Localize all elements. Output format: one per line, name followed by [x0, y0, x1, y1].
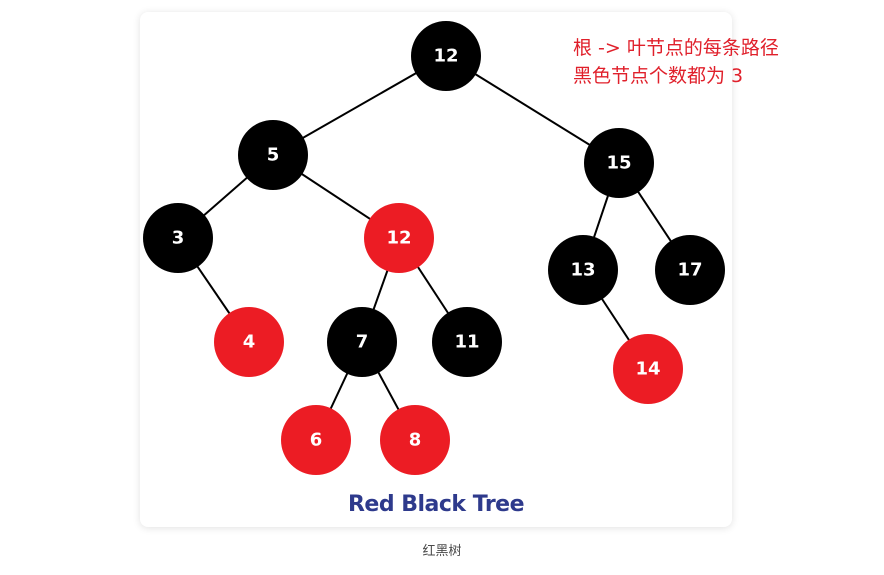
- tree-node-n7: 7: [327, 307, 397, 377]
- black-node-circle: [655, 235, 725, 305]
- tree-node-n17: 17: [655, 235, 725, 305]
- red-node-circle: [613, 334, 683, 404]
- tree-node-n3: 3: [143, 203, 213, 273]
- black-node-circle: [238, 120, 308, 190]
- node-label: 7: [356, 332, 369, 353]
- tree-node-n13: 13: [548, 235, 618, 305]
- node-label: 13: [570, 260, 595, 281]
- red-node-circle: [380, 405, 450, 475]
- tree-edges: [177, 55, 691, 441]
- node-label: 8: [409, 430, 422, 451]
- red-node-circle: [364, 203, 434, 273]
- black-node-circle: [411, 21, 481, 91]
- node-label: 4: [243, 332, 256, 353]
- tree-node-n14: 14: [613, 334, 683, 404]
- tree-node-n4: 4: [214, 307, 284, 377]
- tree-node-n6: 6: [281, 405, 351, 475]
- node-label: 14: [635, 359, 660, 380]
- tree-node-n8: 8: [380, 405, 450, 475]
- tree-node-n12: 12: [364, 203, 434, 273]
- annotation-note: 根 -> 叶节点的每条路径 黑色节点个数都为 3: [573, 34, 779, 90]
- tree-node-n12root: 12: [411, 21, 481, 91]
- image-caption: 红黑树: [422, 544, 462, 559]
- annotation-line-2: 黑色节点个数都为 3: [573, 65, 744, 87]
- red-node-circle: [214, 307, 284, 377]
- red-black-tree-diagram: 12 5 15 3 12 13 17 4 7 11 14 6 8: [143, 21, 725, 475]
- black-node-circle: [584, 128, 654, 198]
- tree-node-n5: 5: [238, 120, 308, 190]
- node-label: 3: [172, 228, 185, 249]
- black-node-circle: [548, 235, 618, 305]
- node-label: 6: [310, 430, 323, 451]
- node-label: 12: [386, 228, 411, 249]
- red-node-circle: [281, 405, 351, 475]
- node-label: 15: [606, 153, 631, 174]
- black-node-circle: [143, 203, 213, 273]
- node-label: 5: [267, 145, 280, 166]
- node-label: 17: [677, 260, 702, 281]
- black-node-circle: [432, 307, 502, 377]
- node-label: 11: [454, 332, 479, 353]
- diagram-title: Red Black Tree: [347, 492, 525, 517]
- black-node-circle: [327, 307, 397, 377]
- tree-node-n11: 11: [432, 307, 502, 377]
- node-label: 12: [433, 46, 458, 67]
- tree-nodes: 12 5 15 3 12 13 17 4 7 11 14 6 8: [143, 21, 725, 475]
- annotation-line-1: 根 -> 叶节点的每条路径: [573, 37, 779, 59]
- diagram-card: 12 5 15 3 12 13 17 4 7 11 14 6 8 Red Black Tree: [140, 12, 732, 527]
- tree-node-n15: 15: [584, 128, 654, 198]
